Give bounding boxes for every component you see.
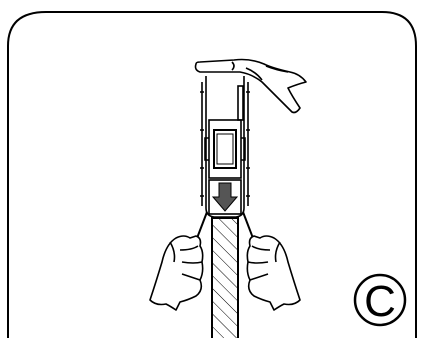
hatched-strip — [212, 218, 238, 338]
step-badge: C — [355, 275, 405, 326]
step-letter: C — [364, 277, 396, 326]
left-hand-pulling-icon — [150, 236, 203, 310]
down-arrow-icon — [213, 183, 237, 211]
right-hand-pulling-icon — [247, 236, 300, 310]
hand-pressing-icon — [196, 60, 307, 113]
